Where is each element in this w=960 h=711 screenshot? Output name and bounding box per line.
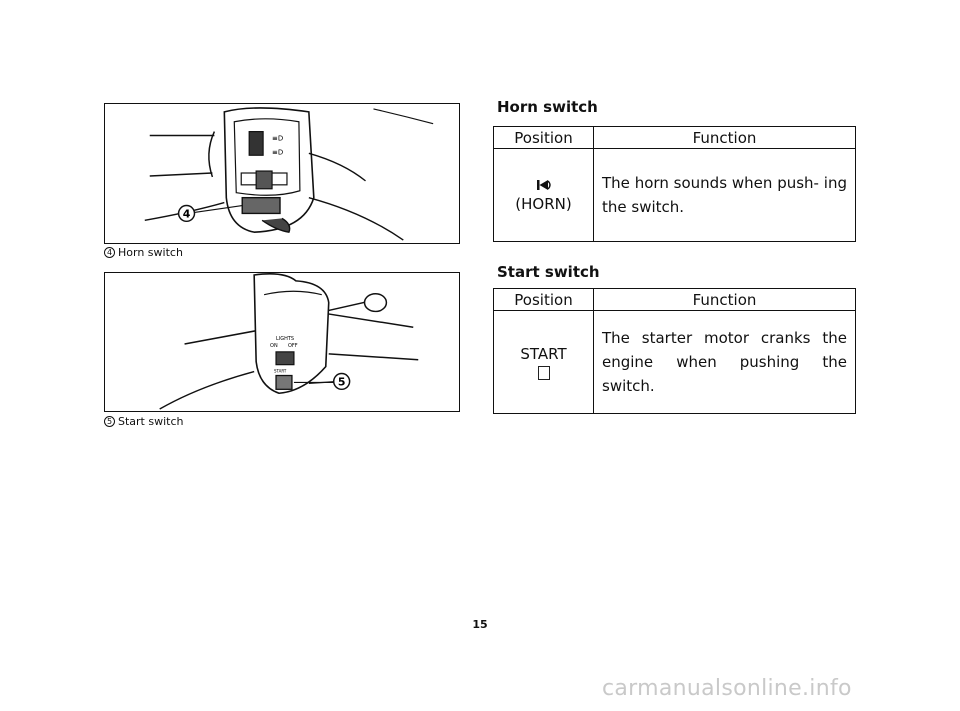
start-switch-heading: Start switch xyxy=(497,263,600,281)
start-function-text: The starter motor cranks the engine when… xyxy=(593,310,856,414)
horn-switch-figure: ≡D ≡D 4 xyxy=(104,103,460,244)
callout-number: 4 xyxy=(104,247,115,258)
position-header: Position xyxy=(493,126,594,149)
horn-position-cell: (HORN) xyxy=(493,148,594,242)
start-callout-number: 5 xyxy=(338,375,346,388)
start-position-cell: START xyxy=(493,310,594,414)
callout-number: 5 xyxy=(104,416,115,427)
watermark: carmanualsonline.info xyxy=(602,676,852,701)
position-header: Position xyxy=(493,288,594,311)
lights-label: LIGHTS xyxy=(276,336,294,342)
on-label: ON xyxy=(270,343,278,349)
svg-text:≡D: ≡D xyxy=(272,135,283,143)
function-header: Function xyxy=(593,126,856,149)
start-switch-table: Position Function START The starter moto… xyxy=(493,288,856,414)
horn-switch-table: Position Function (HORN) The horn sounds… xyxy=(493,126,856,242)
start-switch-figure: LIGHTS ON OFF START 5 xyxy=(104,272,460,412)
svg-text:≡D: ≡D xyxy=(272,148,283,156)
horn-position-label: (HORN) xyxy=(515,194,572,213)
horn-switch-illustration: ≡D ≡D 4 xyxy=(144,107,434,241)
start-switch-caption: 5 Start switch xyxy=(104,415,183,428)
page-number: 15 xyxy=(472,618,488,631)
start-switch-illustration: LIGHTS ON OFF START 5 xyxy=(159,273,419,410)
off-label: OFF xyxy=(288,343,298,349)
start-box-icon xyxy=(537,365,550,380)
start-label: START xyxy=(274,369,287,374)
horn-switch-caption: 4 Horn switch xyxy=(104,246,183,259)
start-position-label: START xyxy=(520,344,567,363)
horn-function-text: The horn sounds when push- ing the switc… xyxy=(593,148,856,242)
function-header: Function xyxy=(593,288,856,311)
horn-callout-number: 4 xyxy=(183,207,191,220)
caption-text: Horn switch xyxy=(118,246,183,259)
horn-switch-heading: Horn switch xyxy=(497,98,598,116)
horn-icon xyxy=(536,179,551,190)
caption-text: Start switch xyxy=(118,415,184,428)
